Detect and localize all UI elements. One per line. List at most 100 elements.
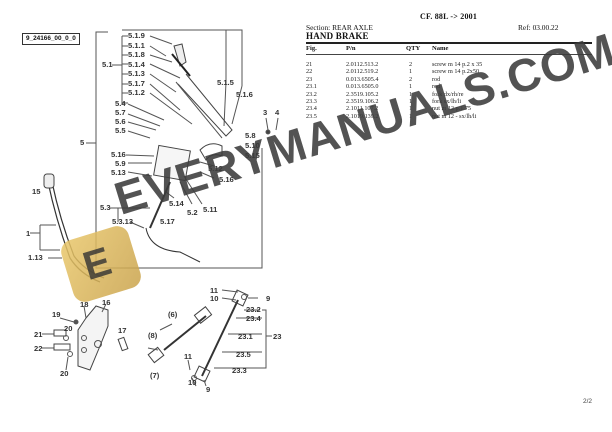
cell-qty: 1 [409, 97, 413, 105]
callout-1-13: 1.13 [28, 253, 43, 262]
callout-5-7: 5.7 [115, 108, 126, 117]
callout-19: 19 [52, 310, 61, 319]
cell-name: screw m 14 p.2x50 [432, 68, 480, 76]
cell-pn: 2.3519.105.2 [346, 90, 379, 98]
cell-name: rod [432, 75, 441, 83]
callout-5-1-5: 5.1.5 [217, 78, 234, 87]
callout-22: 22 [34, 344, 43, 353]
cell-qty: 1 [409, 112, 413, 120]
callout-18: 18 [80, 300, 89, 309]
parts-table: 21 2.0112.513.2 2 screw m 14 p.2 x 35 22… [306, 61, 596, 120]
cell-fig: 23 [306, 75, 313, 83]
cell-fig: 23.5 [306, 112, 317, 120]
callout-9-top: 9 [266, 294, 271, 303]
cell-fig: 23.4 [306, 105, 317, 113]
callout-5-4: 5.4 [115, 99, 126, 108]
cell-qty: 1 [409, 83, 413, 91]
callout-20-top: 20 [64, 324, 73, 333]
callout-23: 23 [273, 332, 282, 341]
callout-5-13: 5.13 [111, 168, 126, 177]
col-header-name: Name [432, 45, 449, 52]
callout-15: 15 [32, 187, 41, 196]
callout-10-top: 10 [210, 294, 219, 303]
cell-pn: 2.1019.139.2 [346, 112, 379, 120]
table-row: 22 2.0112.519.2 1 screw m 14 p.2x50 [306, 68, 596, 75]
callout-5-8: 5.8 [245, 131, 256, 140]
table-row: 23.5 2.1019.139.2 1 nut m 12 - sx/lh/li [306, 113, 596, 120]
callout-11-bottom: 11 [184, 352, 193, 361]
table-row: 21 2.0112.513.2 2 screw m 14 p.2 x 35 [306, 61, 596, 68]
callout-5-1-6: 5.1.6 [236, 90, 253, 99]
cell-qty: 1 [409, 90, 413, 98]
cell-pn: 2.0112.519.2 [346, 68, 379, 76]
callout-5-16-left: 5.16 [111, 150, 126, 159]
cell-qty: 1 [409, 105, 413, 113]
cell-fig: 23.3 [306, 97, 317, 105]
cell-pn: 2.0112.513.2 [346, 61, 379, 68]
callout-5-2: 5.2 [187, 208, 198, 217]
callout-23-1: 23.1 [238, 332, 253, 341]
section-label: Section: REAR AXLE [306, 23, 373, 32]
callout-5-1-8: 5.1.8 [128, 50, 145, 59]
cell-name: rod [432, 83, 441, 91]
cell-name: nut m 12 p.1.75 [432, 105, 472, 113]
callout-21: 21 [34, 330, 43, 339]
col-header-pn: P/n [346, 45, 356, 52]
cell-fig: 21 [306, 61, 313, 68]
callout-5-1-1: 5.1.1 [128, 41, 145, 50]
cell-name: fork sx/lh/li [432, 97, 462, 105]
callout-8: (8) [148, 331, 158, 340]
callout-5-9: 5.9 [115, 159, 126, 168]
callout-16: 16 [102, 298, 111, 307]
callout-17: 17 [118, 326, 127, 335]
callout-5-5: 5.5 [115, 126, 126, 135]
cell-qty: 2 [409, 61, 413, 68]
diagram-id-label: 9_24166_00_0_0 [22, 33, 80, 45]
callout-5-15: 5.15 [245, 151, 260, 160]
cell-name: fork dx/rh/re [432, 90, 464, 98]
model-title: CF. 88L -> 2001 [420, 12, 478, 21]
col-header-fig: Fig. [306, 45, 317, 52]
callout-5: 5 [80, 138, 85, 147]
cell-name: nut m 12 - sx/lh/li [432, 112, 477, 120]
callout-5-1: 5.1 [102, 60, 113, 69]
callout-5-16-right: 5.16 [219, 175, 234, 184]
callout-5-1-9: 5.1.9 [128, 31, 145, 40]
cell-fig: 22 [306, 68, 313, 76]
callout-5-12: 5.12 [208, 164, 223, 173]
callout-5-1-3: 5.1.3 [128, 69, 145, 78]
callout-23-2: 23.2 [246, 305, 261, 314]
table-row: 23.4 2.1011.107.2 1 nut m 12 p.1.75 [306, 105, 596, 112]
reference-label: Ref: 03.00.22 [518, 23, 559, 32]
callout-5-6: 5.6 [115, 117, 126, 126]
callout-5-1-2: 5.1.2 [128, 88, 145, 97]
table-row: 23.1 0.013.6505.0 1 rod [306, 83, 596, 90]
callout-7: (7) [150, 371, 160, 380]
callout-3: 3 [263, 108, 268, 117]
cell-qty: 1 [409, 68, 413, 76]
callout-5-1-4: 5.1.4 [128, 60, 145, 69]
callout-4: 4 [275, 108, 280, 117]
callout-9-bottom: 9 [206, 385, 211, 394]
col-header-qty: QTY [406, 45, 421, 52]
cell-pn: 0.013.6505.4 [346, 75, 379, 83]
cell-name: screw m 14 p.2 x 35 [432, 61, 483, 68]
callout-5-11: 5.11 [203, 205, 218, 214]
callout-6: (6) [168, 310, 178, 319]
cell-pn: 2.1011.107.2 [346, 105, 379, 113]
callout-1: 1 [26, 229, 31, 238]
cell-fig: 23.2 [306, 90, 317, 98]
callout-5-17: 5.17 [160, 217, 175, 226]
group-title: HAND BRAKE [306, 31, 369, 41]
callout-20-bottom: 20 [60, 369, 69, 378]
cell-qty: 2 [409, 75, 413, 83]
header-divider [306, 42, 592, 44]
page-number: 2/2 [583, 398, 593, 405]
callout-5-1-7: 5.1.7 [128, 79, 145, 88]
callout-5-14: 5.14 [169, 199, 184, 208]
callout-10-bottom: 10 [188, 378, 197, 387]
callout-5-3: 5.3 [100, 203, 111, 212]
column-divider [306, 54, 592, 55]
